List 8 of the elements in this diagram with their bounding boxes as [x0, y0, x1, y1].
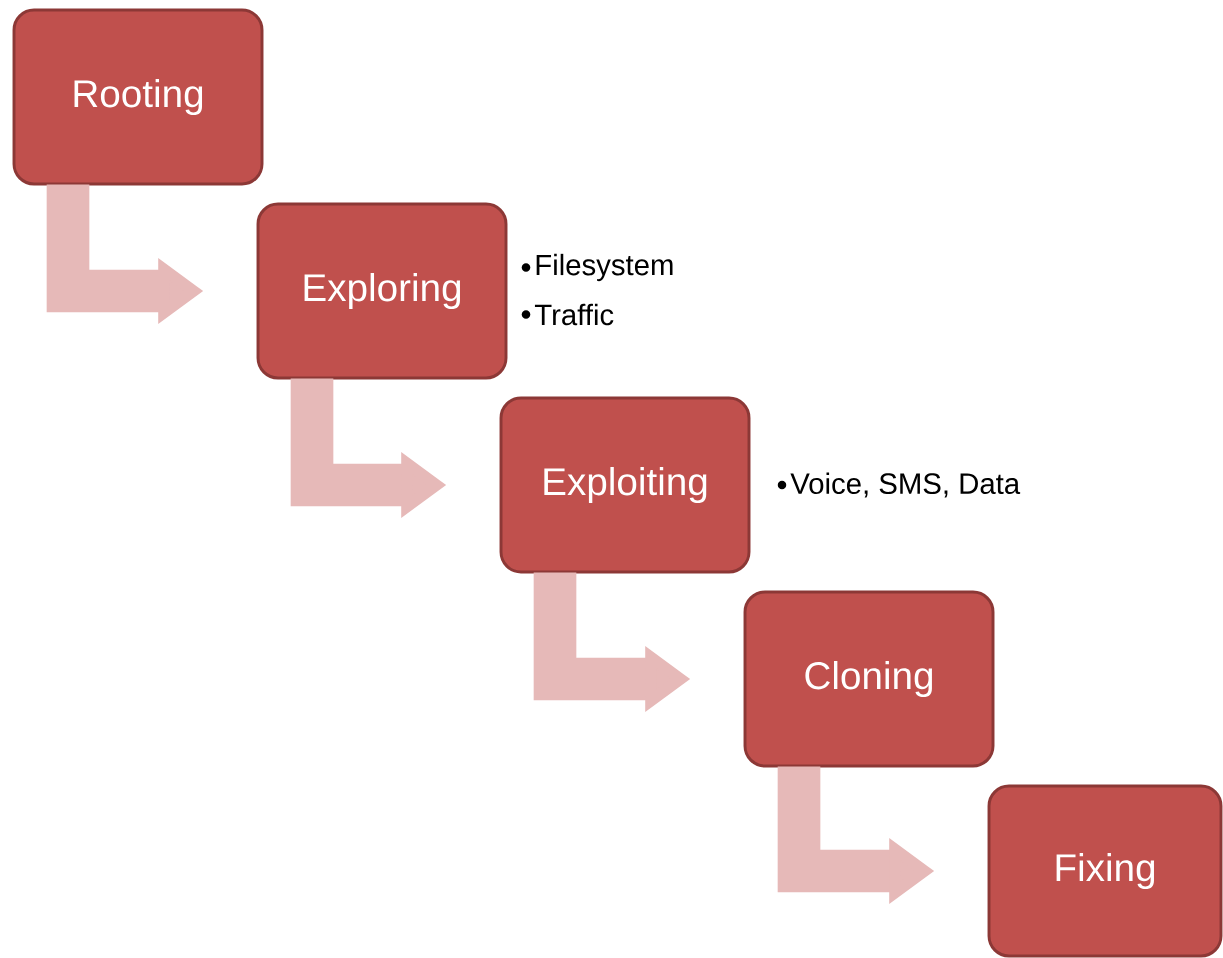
process-box: Rooting [12, 8, 264, 186]
bullet-point: Voice, SMS, Data [777, 472, 1021, 498]
bullet-point: Filesystem [521, 253, 673, 282]
process-box: Cloning [743, 590, 995, 768]
bullet-point: Traffic [521, 303, 614, 326]
process-box: Exploring [256, 202, 508, 380]
process-box: Exploiting [499, 396, 751, 574]
process-box: Fixing [987, 784, 1223, 958]
